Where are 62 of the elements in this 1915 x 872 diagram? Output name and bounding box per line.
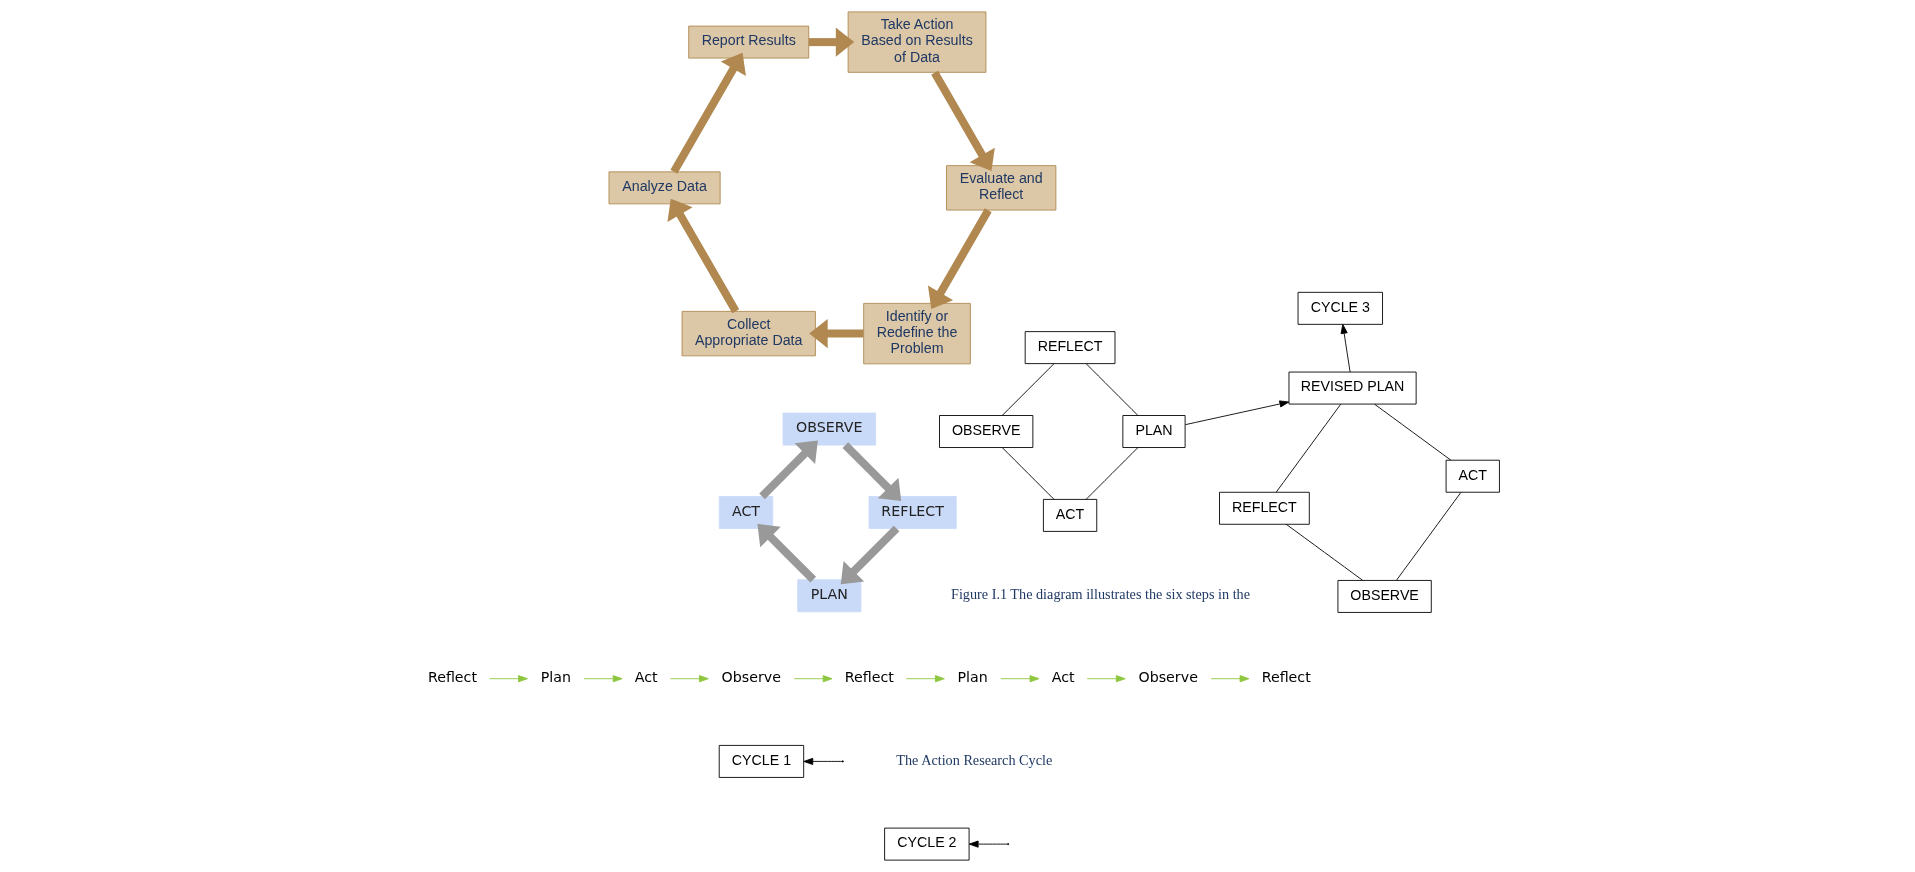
- node-text: Reflect: [1261, 669, 1311, 686]
- node-box: CYCLE 3: [1297, 291, 1383, 325]
- arrow: [489, 675, 528, 683]
- node-text: Act: [1051, 669, 1075, 686]
- arrow: [667, 198, 740, 314]
- label: Figure I.1 The diagram illustrates the six steps in the: [950, 586, 1251, 603]
- node-box: OBSERVE: [1337, 579, 1432, 613]
- node-box: ACT: [718, 496, 774, 529]
- label: The Action Research Cycle: [896, 751, 1053, 768]
- connector: [1396, 492, 1462, 581]
- node-box: Evaluate and Reflect: [946, 165, 1057, 211]
- node-text: Observe: [1138, 669, 1198, 686]
- arrow: [842, 442, 902, 501]
- arrow: [757, 523, 817, 583]
- node-text: Reflect: [844, 669, 894, 686]
- node-box: Report Results: [688, 25, 810, 59]
- connector: [1001, 447, 1055, 500]
- node-box: REFLECT: [1219, 491, 1310, 525]
- arrow: [1210, 675, 1250, 683]
- arrow: [1000, 675, 1040, 683]
- node-box: CYCLE 1: [718, 744, 805, 778]
- connector: [1001, 363, 1055, 416]
- node-box: PLAN: [1122, 415, 1186, 448]
- node-box: Identify or Redefine the Problem: [863, 302, 971, 365]
- node-box: PLAN: [797, 579, 862, 613]
- arrow: [793, 675, 833, 683]
- node-box: ACT: [1445, 459, 1500, 493]
- arrow: [1340, 324, 1351, 373]
- arrow: [1086, 675, 1126, 683]
- node-text: Plan: [540, 669, 571, 686]
- arrow: [1185, 400, 1290, 426]
- arrow: [669, 675, 709, 683]
- node-text: Reflect: [427, 669, 478, 686]
- connector: [1374, 403, 1452, 461]
- node-box: CYCLE 2: [884, 827, 970, 861]
- arrow: [759, 440, 818, 500]
- node-box: Collect Appropriate Data: [681, 310, 816, 357]
- arrow: [968, 840, 1008, 848]
- arrow: [840, 525, 900, 585]
- arrow: [670, 52, 746, 174]
- arrow: [931, 70, 995, 172]
- arrow: [803, 757, 843, 765]
- node-box: Analyze Data: [608, 171, 721, 205]
- node-box: Take Action Based on Results of Data: [847, 11, 987, 73]
- node-box: OBSERVE: [782, 412, 876, 446]
- connector: [1275, 403, 1342, 493]
- arrow: [905, 675, 945, 683]
- arrow: [927, 208, 992, 309]
- connector: [1085, 447, 1139, 500]
- arrow: [808, 27, 855, 57]
- node-box: REFLECT: [868, 496, 957, 529]
- node-text: Plan: [957, 669, 988, 686]
- connector: [1085, 363, 1139, 416]
- arrow: [583, 675, 623, 683]
- node-text: Observe: [721, 669, 782, 686]
- node-box: ACT: [1042, 498, 1098, 532]
- node-box: REVISED PLAN: [1288, 371, 1417, 405]
- node-box: REFLECT: [1024, 331, 1116, 365]
- arrow: [809, 319, 864, 349]
- node-text: Act: [634, 669, 658, 686]
- connector: [1285, 523, 1363, 581]
- node-box: OBSERVE: [939, 415, 1034, 448]
